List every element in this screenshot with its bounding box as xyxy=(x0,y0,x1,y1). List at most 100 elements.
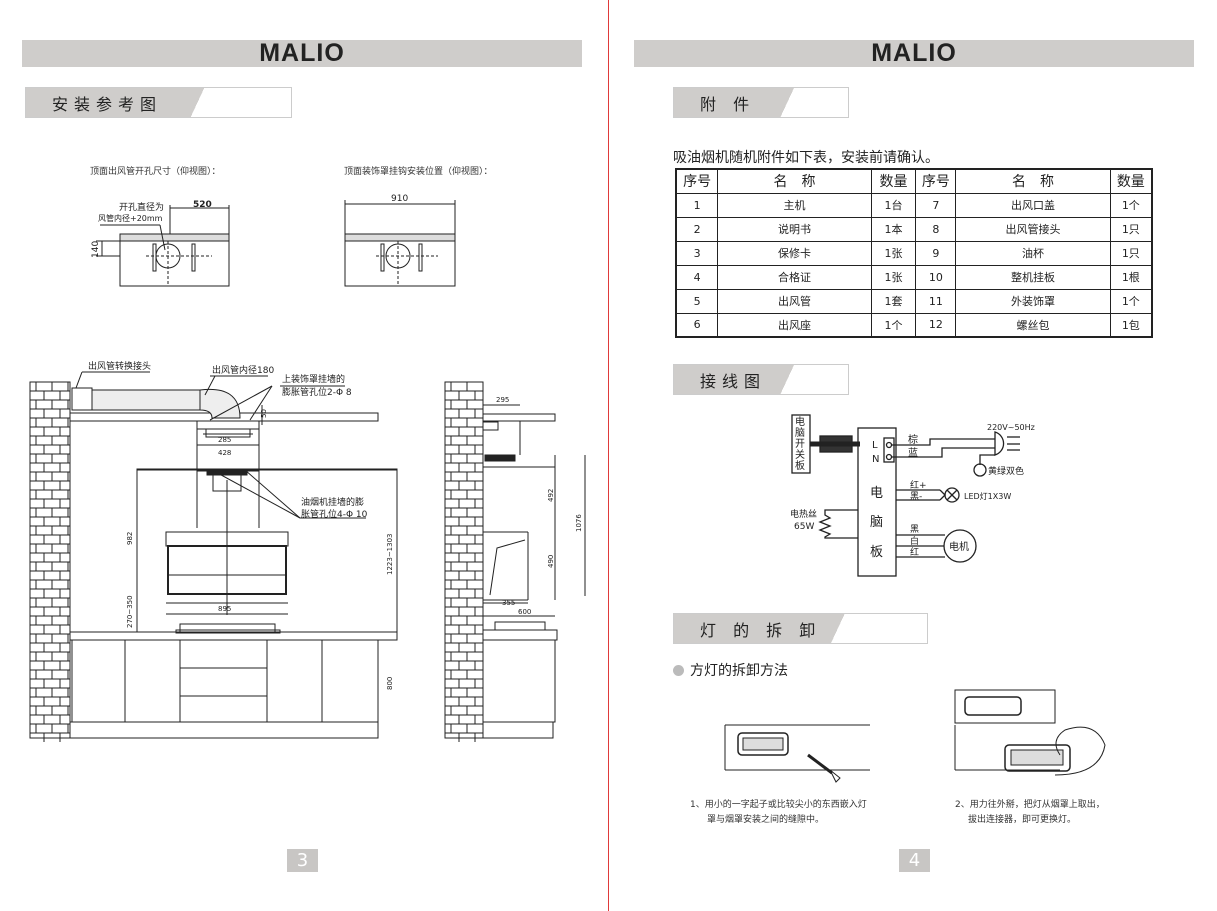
table-cell: 螺丝包 xyxy=(955,312,1111,338)
section-title-install: 安装参考图 xyxy=(25,87,292,118)
dim-600: 600 xyxy=(518,608,531,616)
label-cover-1: 上装饰罩挂墙的 xyxy=(282,373,345,385)
terminal-l: L xyxy=(872,440,878,451)
section-title-wiring: 接线图 xyxy=(673,364,849,395)
section-title-lamp: 灯 的 拆 卸 xyxy=(673,613,928,644)
installation-drawing: 开孔直径为 风管内径+20mm 520 140 910 出风管转换接头 出风管内… xyxy=(29,194,586,742)
header-bar-right: MALIO xyxy=(634,39,1194,67)
section-title-text: 附 件 xyxy=(700,94,756,114)
table-cell: 4 xyxy=(675,264,719,290)
table-cell: 3 xyxy=(675,240,719,266)
table-cell: 1个 xyxy=(1109,288,1153,314)
label-hood-1: 油烟机挂墙的膨 xyxy=(301,496,364,508)
dim-492: 492 xyxy=(547,489,555,502)
dim-490: 490 xyxy=(547,555,555,568)
table-header-row: 序号名 称数量序号名 称数量 xyxy=(675,168,1153,194)
col-header: 数量 xyxy=(870,168,917,194)
table-cell: 1包 xyxy=(1109,312,1153,338)
table-cell: 1只 xyxy=(1109,216,1153,242)
table-cell: 12 xyxy=(915,312,957,338)
table-cell: 1根 xyxy=(1109,264,1153,290)
hole-note-2: 风管内径+20mm xyxy=(98,213,163,223)
page-number-4: 4 xyxy=(899,849,930,872)
heater-label: 电热丝 xyxy=(790,508,817,520)
table-cell: 外装饰罩 xyxy=(955,288,1111,314)
col-header: 名 称 xyxy=(717,168,872,194)
col-header: 数量 xyxy=(1109,168,1153,194)
motor-label: 电机 xyxy=(949,540,969,553)
table-cell: 1 xyxy=(675,192,719,218)
table-cell: 1只 xyxy=(1109,240,1153,266)
label-cover-2: 膨胀管孔位2-Φ 8 xyxy=(282,386,352,398)
table-cell: 出风管 xyxy=(717,288,872,314)
hole-note-1: 开孔直径为 xyxy=(119,201,164,213)
dim-1076: 1076 xyxy=(575,514,583,532)
dim-982: 982 xyxy=(126,532,134,545)
table-cell: 说明书 xyxy=(717,216,872,242)
step-1-line-2: 罩与烟罩安装之间的缝隙中。 xyxy=(707,815,825,825)
wire-white: 白 xyxy=(910,535,919,547)
dim-295: 295 xyxy=(496,396,509,404)
bullet-icon xyxy=(673,664,684,676)
power-spec: 220V~50Hz xyxy=(987,423,1035,432)
table-cell: 2 xyxy=(675,216,719,242)
section-title-text: 安装参考图 xyxy=(52,94,163,114)
col-header: 序号 xyxy=(915,168,957,194)
dim-428: 428 xyxy=(218,449,231,457)
dim-140: 140 xyxy=(91,241,101,258)
dim-910: 910 xyxy=(391,194,408,204)
table-cell: 8 xyxy=(915,216,957,242)
lamp-subtitle-text: 方灯的拆卸方法 xyxy=(690,663,788,679)
top-view-2-caption: 顶面装饰罩挂钩安装位置（仰视图）： xyxy=(344,167,493,177)
dim-50: 50 xyxy=(260,409,268,418)
switch-board-char: 电 xyxy=(795,415,805,428)
top-view-1-caption: 顶面出风管开孔尺寸（仰视图）： xyxy=(90,167,221,177)
table-cell: 出风管接头 xyxy=(955,216,1111,242)
dim-285: 285 xyxy=(218,436,231,444)
label-hood-2: 胀管孔位4-Φ 10 xyxy=(301,508,368,520)
main-board-char: 电 xyxy=(870,486,883,501)
section-title-text: 接线图 xyxy=(700,371,767,391)
ground-label: 黄绿双色 xyxy=(988,465,1024,477)
table-cell: 1张 xyxy=(870,240,917,266)
table-cell: 整机挂板 xyxy=(955,264,1111,290)
dim-270-350: 270~350 xyxy=(126,595,134,628)
table-cell: 5 xyxy=(675,288,719,314)
table-cell: 主机 xyxy=(717,192,872,218)
header-bar-left: MALIO xyxy=(22,39,582,67)
step-1: 1、用小的一字起子或比较尖小的东西嵌入灯 罩与烟罩安装之间的缝隙中。 xyxy=(690,798,867,828)
wire-red-plus: 红+ xyxy=(910,479,927,491)
dim-800: 800 xyxy=(386,677,394,690)
table-cell: 出风口盖 xyxy=(955,192,1111,218)
table-cell: 9 xyxy=(915,240,957,266)
table-cell: 1个 xyxy=(870,312,917,338)
table-cell: 油杯 xyxy=(955,240,1111,266)
table-cell: 1张 xyxy=(870,264,917,290)
dim-355: 355 xyxy=(502,599,515,607)
label-adapter: 出风管转换接头 xyxy=(88,360,151,372)
col-header: 名 称 xyxy=(955,168,1111,194)
wiring-diagram: 电 脑 开 关 板 L N 棕 蓝 220V~50Hz 黄绿双色 红+ 黑- L… xyxy=(790,414,1035,577)
switch-board-char: 脑 xyxy=(795,426,805,439)
lamp-removal-illustrations xyxy=(724,689,1106,783)
table-cell: 1个 xyxy=(1109,192,1153,218)
page-number-3: 3 xyxy=(287,849,318,872)
table-cell: 6 xyxy=(675,312,719,338)
main-board-char: 脑 xyxy=(870,515,883,530)
label-duct: 出风管内径180 xyxy=(212,364,274,376)
col-header: 序号 xyxy=(675,168,719,194)
wire-brown: 棕 xyxy=(908,433,918,446)
terminal-n: N xyxy=(872,454,879,465)
table-cell: 1本 xyxy=(870,216,917,242)
wire-black: 黑 xyxy=(910,524,919,535)
table-cell: 出风座 xyxy=(717,312,872,338)
lamp-subtitle: 方灯的拆卸方法 xyxy=(673,660,788,680)
switch-board-char: 关 xyxy=(795,448,805,461)
accessories-intro: 吸油烟机随机附件如下表，安装前请确认。 xyxy=(673,150,939,166)
dim-520: 520 xyxy=(193,200,212,210)
